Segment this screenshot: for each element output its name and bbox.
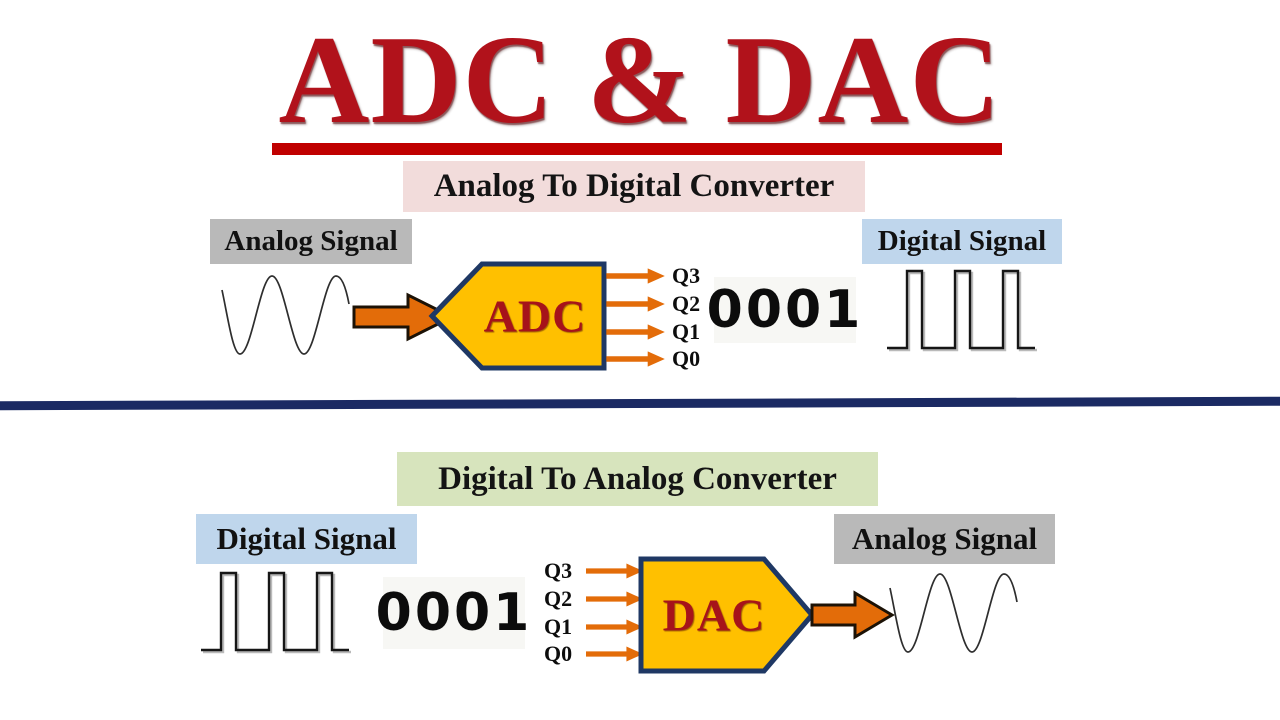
square-wave-icon [887, 269, 1037, 352]
adc-block-label: ADC [483, 290, 587, 342]
adc-analog-signal-label: Analog Signal [210, 219, 412, 264]
dac-input-q0: Q0 [544, 641, 644, 666]
bit-label: Q1 [672, 319, 701, 344]
adc-pentagon-shape [428, 261, 607, 371]
arrow-right-icon [586, 591, 644, 607]
adc-output-q3: Q3 [606, 263, 701, 288]
adc-output-q1: Q1 [606, 319, 701, 344]
arrow-right-icon [606, 351, 665, 367]
dac-pentagon-shape [638, 556, 816, 674]
adc-section-heading: Analog To Digital Converter [403, 161, 865, 212]
dac-input-q1: Q1 [544, 614, 644, 639]
square-wave-icon [201, 571, 351, 654]
dac-digital-value: 0001 [376, 577, 529, 649]
arrow-right-icon [606, 268, 665, 284]
arrow-right-icon [606, 296, 665, 312]
dac-block: DAC [638, 556, 816, 674]
dac-analog-signal-label: Analog Signal [834, 514, 1055, 564]
section-divider [0, 396, 1280, 411]
arrow-right-icon [810, 590, 895, 640]
sine-wave-icon [889, 573, 1018, 653]
adc-digital-value: 0001 [707, 277, 860, 343]
dac-digital-signal-label: Digital Signal [196, 514, 417, 564]
adc-output-q2: Q2 [606, 291, 701, 316]
dac-input-q3: Q3 [544, 558, 644, 583]
dac-block-label: DAC [662, 589, 766, 641]
sine-wave-icon [221, 275, 350, 355]
bit-label: Q0 [544, 641, 573, 666]
arrow-right-icon [352, 292, 456, 342]
arrow-right-icon [586, 646, 644, 662]
bit-label: Q3 [672, 263, 701, 288]
arrow-right-icon [586, 619, 644, 635]
title-underline [272, 143, 1002, 155]
dac-input-q2: Q2 [544, 586, 644, 611]
bit-label: Q2 [672, 291, 701, 316]
bit-label: Q1 [544, 614, 573, 639]
bit-label: Q2 [544, 586, 573, 611]
page-title: ADC & DAC [278, 11, 1002, 150]
bit-label: Q3 [544, 558, 573, 583]
adc-output-q0: Q0 [606, 346, 701, 371]
adc-block: ADC [428, 258, 608, 374]
arrow-right-icon [586, 563, 644, 579]
dac-section-heading: Digital To Analog Converter [397, 452, 878, 506]
bit-label: Q0 [672, 346, 701, 371]
adc-digital-signal-label: Digital Signal [862, 219, 1062, 264]
arrow-right-icon [606, 324, 665, 340]
